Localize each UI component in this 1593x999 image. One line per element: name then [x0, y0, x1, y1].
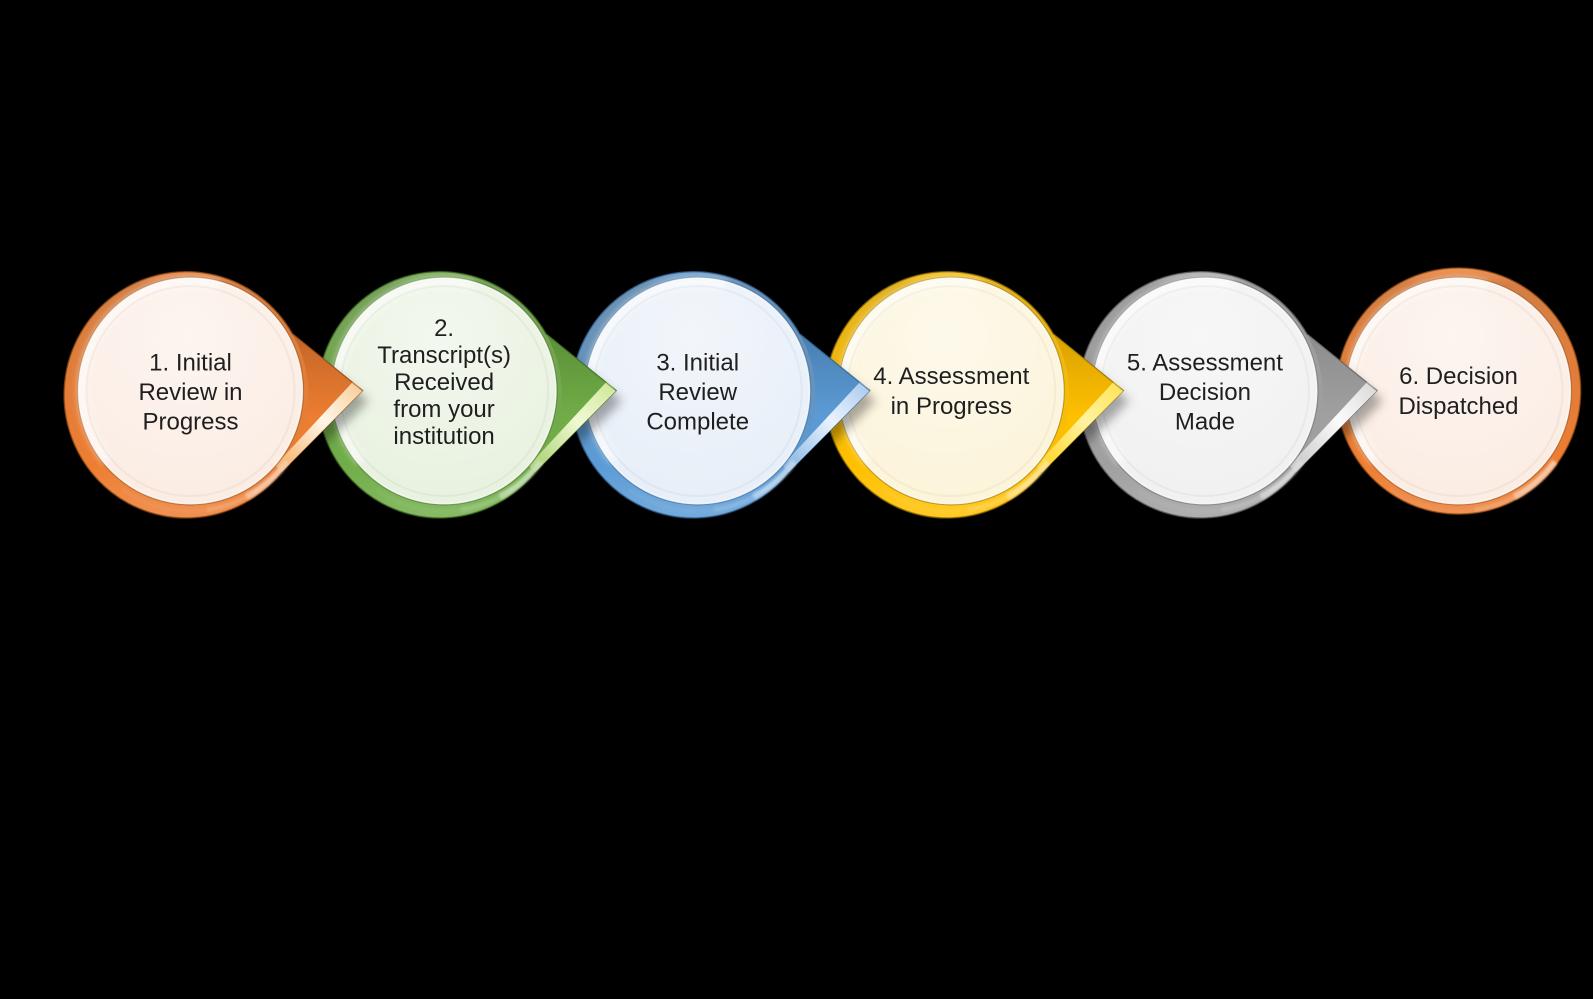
- svg-text:5. Assessment: 5. Assessment: [1127, 350, 1283, 377]
- svg-text:Progress: Progress: [142, 409, 238, 436]
- svg-text:Review: Review: [658, 379, 737, 406]
- svg-text:2.: 2.: [434, 315, 454, 342]
- svg-text:from your: from your: [393, 396, 494, 423]
- svg-text:6. Decision: 6. Decision: [1399, 363, 1518, 390]
- svg-text:Complete: Complete: [646, 409, 749, 436]
- svg-text:Made: Made: [1175, 409, 1235, 436]
- svg-text:in Progress: in Progress: [891, 393, 1012, 420]
- svg-text:Decision: Decision: [1159, 379, 1251, 406]
- svg-text:institution: institution: [393, 423, 494, 450]
- svg-text:Review in: Review in: [138, 379, 242, 406]
- svg-text:Received: Received: [394, 369, 494, 396]
- svg-text:4. Assessment: 4. Assessment: [873, 363, 1029, 390]
- svg-text:1. Initial: 1. Initial: [149, 350, 232, 377]
- svg-text:Transcript(s): Transcript(s): [377, 342, 511, 369]
- svg-text:Dispatched: Dispatched: [1398, 393, 1518, 420]
- svg-text:3. Initial: 3. Initial: [656, 350, 739, 377]
